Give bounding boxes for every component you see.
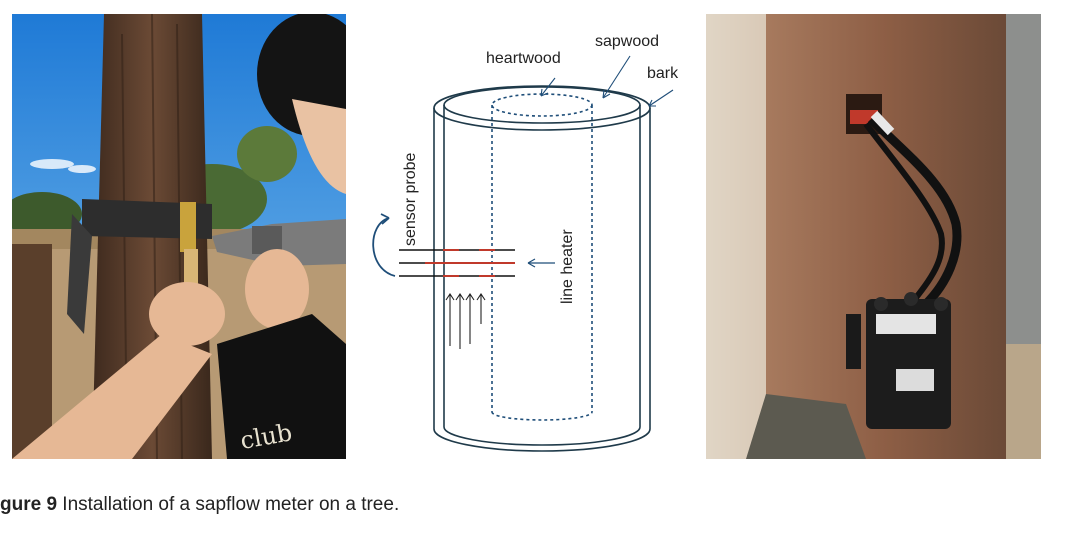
bark-label: bark bbox=[647, 65, 679, 82]
sapflow-diagram: heartwood sapwood bark sensor probe line… bbox=[355, 14, 700, 459]
photo-installed-sapflow-meter-graphic bbox=[706, 14, 1041, 459]
heartwood-top-ellipse bbox=[491, 93, 593, 117]
curved-arrow-icon bbox=[372, 217, 396, 277]
figure-caption: gure 9 Installation of a sapflow meter o… bbox=[0, 494, 399, 516]
line-heater-label: line heater bbox=[559, 229, 576, 304]
photo-installing-sensor-graphic: club bbox=[12, 14, 346, 459]
photo-installing-sensor: club bbox=[12, 14, 346, 459]
photo-installed-sapflow-meter bbox=[706, 14, 1041, 459]
sapwood-label: sapwood bbox=[595, 33, 659, 50]
sapwood-pointer-arrow-icon bbox=[602, 55, 631, 99]
figure-caption-text: Installation of a sapflow meter on a tre… bbox=[57, 494, 400, 515]
sapflow-diagram-svg: heartwood sapwood bark sensor probe line… bbox=[372, 33, 679, 452]
sensor-probes bbox=[399, 249, 515, 277]
figure-number: gure 9 bbox=[0, 494, 58, 515]
bark-pointer-arrow-icon bbox=[648, 89, 674, 107]
sensor-probe-label: sensor probe bbox=[402, 153, 419, 246]
heartwood-label: heartwood bbox=[486, 50, 561, 67]
sap-flow-arrows-icon bbox=[445, 293, 486, 349]
heartwood-pointer-arrow-icon bbox=[540, 77, 556, 97]
